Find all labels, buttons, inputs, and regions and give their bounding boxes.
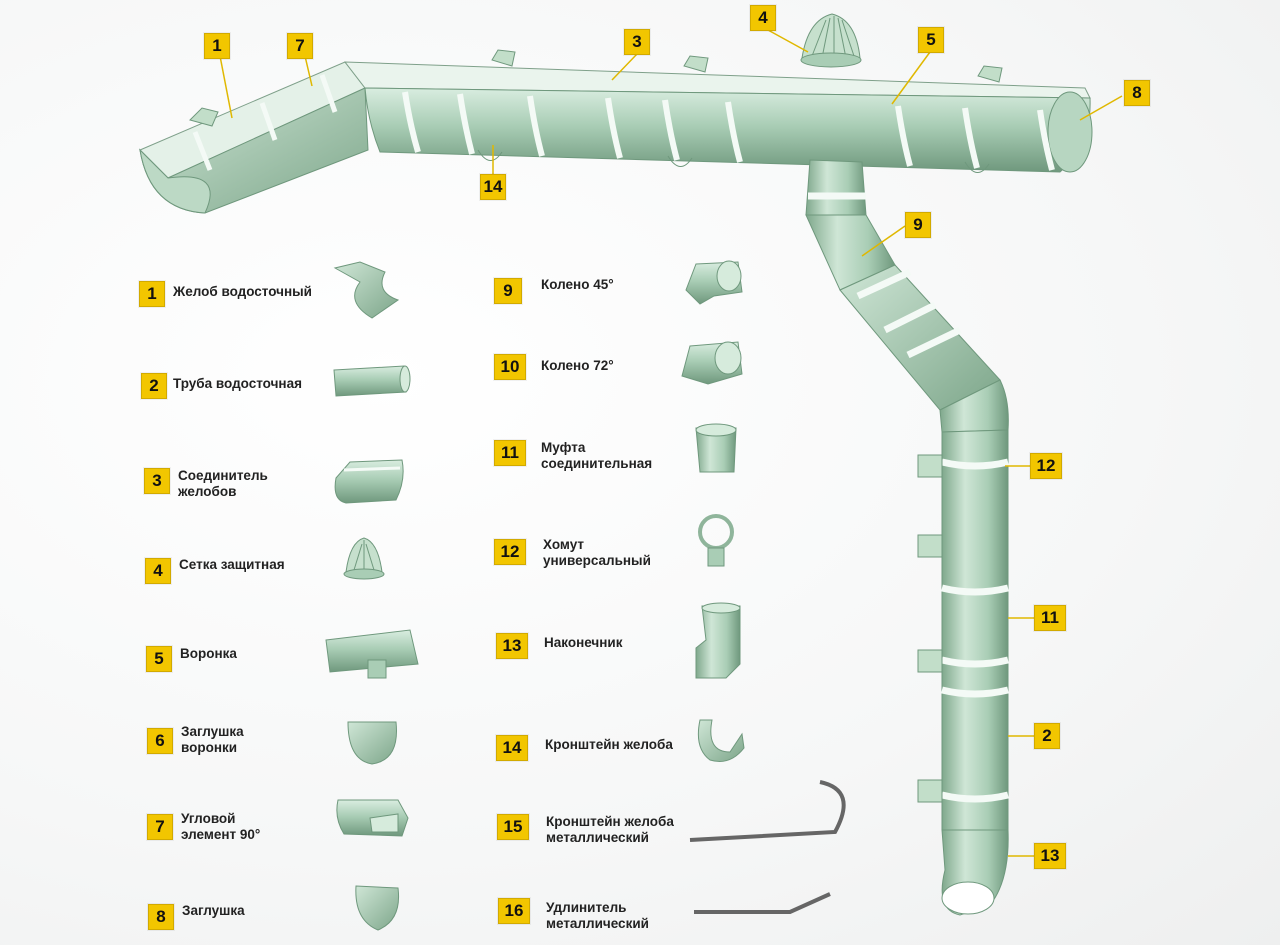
diagram-badge-3: 3	[624, 29, 650, 55]
legend-badge-13: 13	[496, 633, 528, 659]
thumb-pipe	[333, 365, 411, 397]
thumb-elbow-45	[685, 260, 743, 305]
legend-label-14: Кронштейн желоба	[545, 737, 673, 752]
thumb-connector	[334, 459, 404, 504]
thumb-corner	[336, 799, 409, 837]
diagram-badge-14: 14	[480, 174, 506, 200]
legend-badge-16: 16	[498, 898, 530, 924]
diagram-badge-8: 8	[1124, 80, 1150, 106]
diagram-badge-9: 9	[905, 212, 931, 238]
legend-label-1: Желоб водосточный	[173, 284, 312, 299]
thumb-metal-extender	[694, 892, 831, 914]
thumb-end-cap	[355, 885, 400, 931]
downpipe	[805, 159, 1009, 916]
thumb-bracket	[697, 719, 745, 762]
legend-badge-6: 6	[147, 728, 173, 754]
diagram-badge-7: 7	[287, 33, 313, 59]
legend-badge-8: 8	[148, 904, 174, 930]
diagram-badge-13: 13	[1034, 843, 1066, 869]
diagram-badge-2: 2	[1034, 723, 1060, 749]
legend-badge-11: 11	[494, 440, 526, 466]
thumb-gutter	[333, 261, 400, 319]
diagram-badge-11: 11	[1034, 605, 1066, 631]
legend-label-8: Заглушка	[182, 903, 245, 918]
diagram-badge-4: 4	[750, 5, 776, 31]
thumb-funnel	[325, 629, 419, 679]
thumb-metal-bracket	[689, 780, 846, 842]
legend-badge-4: 4	[145, 558, 171, 584]
thumb-net	[343, 537, 385, 580]
gutter-main-run	[343, 61, 1093, 173]
part-thumbnails	[325, 260, 846, 931]
diagram-badge-1: 1	[204, 33, 230, 59]
diagram-badge-5: 5	[918, 27, 944, 53]
legend-label-9: Колено 45°	[541, 277, 614, 292]
legend-badge-10: 10	[494, 354, 526, 380]
thumb-outlet	[695, 602, 741, 679]
legend-label-13: Наконечник	[544, 635, 623, 650]
gutter-brackets	[189, 49, 1003, 173]
legend-label-2: Труба водосточная	[173, 376, 302, 391]
legend-label-10: Колено 72°	[541, 358, 614, 373]
legend-badge-9: 9	[494, 278, 522, 304]
legend-badge-2: 2	[141, 373, 167, 399]
legend-badge-14: 14	[496, 735, 528, 761]
legend-badge-1: 1	[139, 281, 165, 307]
thumb-funnel-cap	[347, 721, 397, 765]
legend-badge-12: 12	[494, 539, 526, 565]
thumb-elbow-72	[681, 341, 743, 385]
legend-badge-7: 7	[147, 814, 173, 840]
legend-badge-3: 3	[144, 468, 170, 494]
diagram-badge-12: 12	[1030, 453, 1062, 479]
legend-badge-15: 15	[497, 814, 529, 840]
thumb-clamp	[698, 514, 734, 567]
gutter-left-wing	[139, 61, 369, 214]
legend-label-4: Сетка защитная	[179, 557, 285, 572]
thumb-coupling	[695, 423, 737, 473]
legend-label-5: Воронка	[180, 646, 237, 661]
leader-lines	[219, 29, 1123, 857]
protective-net	[800, 13, 862, 68]
legend-badge-5: 5	[146, 646, 172, 672]
